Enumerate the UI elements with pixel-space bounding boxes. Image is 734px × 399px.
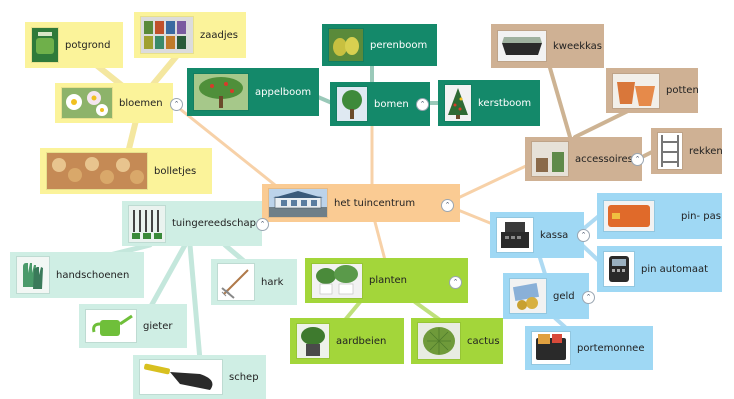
garden-center-icon [268,188,328,218]
node-label: kerstboom [478,97,532,109]
node-gieter[interactable]: gieter [79,304,187,348]
node-aardbeien[interactable]: aardbeien [290,318,404,364]
collapse-toggle-icon[interactable]: ⌃ [631,153,644,166]
node-label: accessoires [575,153,633,165]
link-tuingereedschap-schep [187,242,203,363]
seed-tray-icon [497,30,547,62]
apple-tree-icon [193,73,249,111]
link-central-planten [373,220,387,262]
link-planten-aardbeien [343,300,362,322]
node-label: schep [229,371,259,383]
node-label: bloemen [119,97,163,109]
node-pin-automaat[interactable]: pin automaat [597,246,722,292]
link-tuingereedschap-gieter [147,242,188,311]
node-accessoires[interactable]: accessoires [525,137,642,181]
node-het-tuincentrum[interactable]: het tuincentrum [262,184,460,222]
link-bomen-appelboom [316,95,334,105]
node-kassa[interactable]: kassa [490,212,584,258]
seed-packets-icon [140,16,194,54]
flower-bulbs-icon [46,152,148,190]
node-label: gieter [143,320,173,332]
node-hark[interactable]: hark [211,259,297,305]
node-label: perenboom [370,39,428,51]
collapse-toggle-icon[interactable]: ⌃ [582,291,595,304]
node-label: potgrond [65,39,111,51]
money-icon [509,278,547,314]
node-potten[interactable]: potten [606,68,699,113]
potting-soil-bag-icon [31,27,59,63]
gloves-icon [16,256,50,294]
node-label: rekken [689,145,723,157]
node-cactus[interactable]: cactus [411,318,503,364]
node-bolletjes[interactable]: bolletjes [40,148,212,194]
node-label: bolletjes [154,165,197,177]
node-zaadjes[interactable]: zaadjes [134,12,246,58]
node-label: aardbeien [336,335,387,347]
collapse-toggle-icon[interactable]: ⌃ [441,199,454,212]
trowel-icon [139,359,223,395]
node-label: tuingereedschap [172,218,256,229]
pears-icon [328,28,364,62]
node-kweekkas[interactable]: kweekkas [491,24,604,68]
strawberry-plant-icon [296,323,330,359]
watering-can-icon [85,309,137,343]
node-label: het tuincentrum [334,197,416,209]
link-accessoires-potten [573,108,632,139]
node-label: potten [666,85,699,96]
node-potgrond[interactable]: potgrond [25,22,123,68]
node-label: handschoenen [56,269,130,281]
collapse-toggle-icon[interactable]: ⌃ [577,229,590,242]
node-kerstboom[interactable]: kerstboom [438,80,540,126]
node-bomen[interactable]: bomen [330,82,430,126]
node-label: cactus [467,335,500,347]
node-label: appelboom [255,86,312,98]
node-pin-pas[interactable]: pin- pas [597,193,722,239]
cactus-icon [417,322,461,360]
node-bloemen[interactable]: bloemen [55,83,173,123]
node-rekken[interactable]: rekken [651,128,723,174]
node-label: hark [261,276,284,288]
node-label: zaadjes [200,29,238,41]
node-label: pin automaat [641,263,709,275]
node-geld[interactable]: geld [503,273,589,319]
link-central-kassa [456,208,497,227]
daisy-flowers-icon [61,87,113,119]
potted-plants-icon [311,262,363,299]
card-terminal-icon [603,251,635,287]
collapse-toggle-icon[interactable]: ⌃ [449,276,462,289]
link-central-accessoires [456,163,530,200]
node-handschoenen[interactable]: handschoenen [10,252,144,298]
node-portemonnee[interactable]: portemonnee [525,326,653,370]
node-label: kweekkas [553,40,603,52]
tree-icon [336,86,368,122]
link-planten-cactus [413,300,442,322]
shelf-rack-icon [657,132,683,170]
node-schep[interactable]: schep [133,355,266,399]
bank-card-icon [603,200,655,232]
node-planten[interactable]: planten [305,258,468,303]
collapse-toggle-icon[interactable]: ⌃ [256,218,269,231]
garden-tools-icon [128,204,166,243]
link-accessoires-kweekkas [548,66,572,139]
collapse-toggle-icon[interactable]: ⌃ [170,98,183,111]
collapse-toggle-icon[interactable]: ⌃ [416,98,429,111]
rake-icon [217,263,255,301]
node-tuingereedschap[interactable]: tuingereedschap [122,201,262,246]
node-appelboom[interactable]: appelboom [187,68,319,116]
node-label: planten [369,275,408,286]
node-label: kassa [540,229,569,241]
link-geld-portemonnee [553,316,567,329]
garden-accessories-icon [531,141,569,177]
node-label: portemonnee [577,342,645,354]
node-label: pin- pas [681,210,721,222]
wallet-icon [531,331,571,365]
cash-register-icon [496,217,534,253]
node-label: bomen [374,98,409,110]
flower-pots-icon [612,72,660,109]
link-kassa-geld [538,256,547,276]
node-label: geld [553,290,575,302]
christmas-tree-icon [444,84,472,122]
node-perenboom[interactable]: perenboom [322,24,437,66]
